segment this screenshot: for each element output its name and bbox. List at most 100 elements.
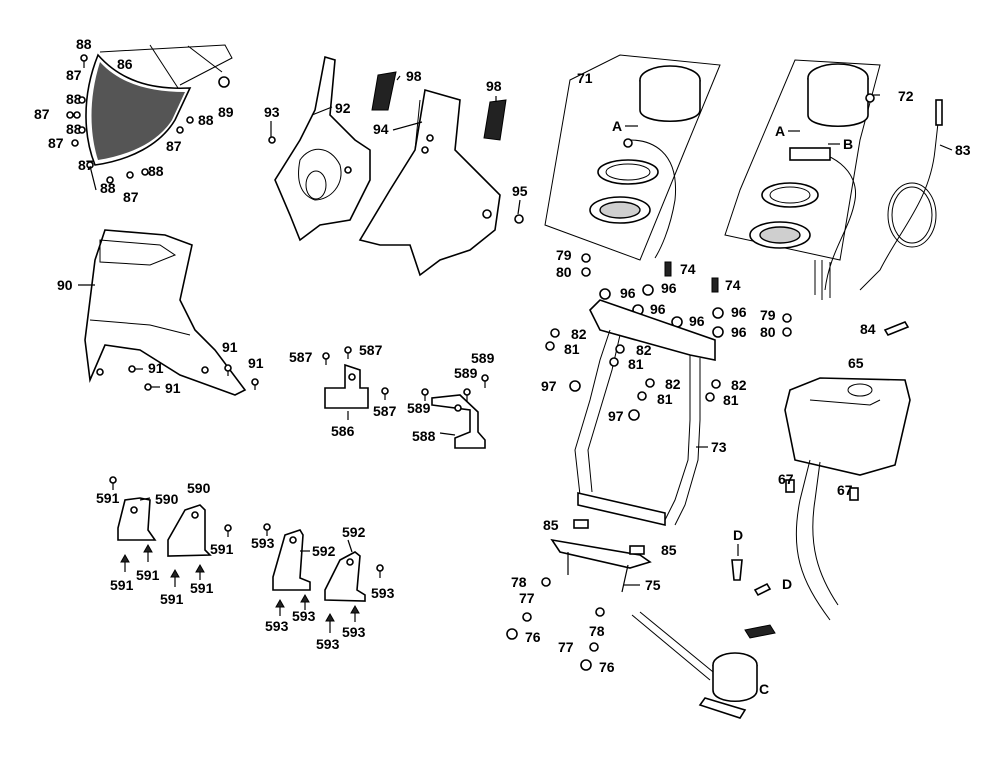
label-81: 81	[657, 391, 673, 407]
screws-91	[128, 364, 259, 391]
label-590: 590	[155, 491, 179, 507]
part-592-brackets	[272, 529, 366, 602]
label-78: 78	[511, 574, 527, 590]
label-92: 92	[335, 100, 351, 116]
label-97: 97	[541, 378, 557, 394]
label-593: 593	[292, 608, 316, 624]
label-80: 80	[556, 264, 572, 280]
label-88: 88	[100, 180, 116, 196]
part-86-grille	[85, 44, 233, 166]
label-82: 82	[636, 342, 652, 358]
label-91: 91	[222, 339, 238, 355]
nuts-81-82-97	[545, 328, 721, 421]
part-65-steering-lock	[784, 377, 911, 621]
label-91: 91	[148, 360, 164, 376]
label-87: 87	[66, 67, 82, 83]
label-91: 91	[248, 355, 264, 371]
label-87: 87	[166, 138, 182, 154]
label-587: 587	[289, 349, 313, 365]
label-87: 87	[123, 189, 139, 205]
label-D: D	[733, 527, 743, 543]
label-93: 93	[264, 104, 280, 120]
label-95: 95	[512, 183, 528, 199]
label-586: 586	[331, 423, 355, 439]
label-591: 591	[160, 591, 184, 607]
small-parts-76-78	[506, 577, 605, 671]
part-98-reflectors	[371, 71, 507, 141]
label-96: 96	[661, 280, 677, 296]
label-593: 593	[251, 535, 275, 551]
screws-591	[109, 476, 232, 587]
label-592: 592	[342, 524, 366, 540]
label-73: 73	[711, 439, 727, 455]
label-593: 593	[265, 618, 289, 634]
label-593: 593	[316, 636, 340, 652]
label-96: 96	[650, 301, 666, 317]
label-88: 88	[76, 36, 92, 52]
label-82: 82	[665, 376, 681, 392]
grille-screws	[66, 54, 194, 191]
part-71-speedometer	[544, 54, 721, 261]
label-91: 91	[165, 380, 181, 396]
label-67: 67	[837, 482, 853, 498]
label-88: 88	[148, 163, 164, 179]
part-92-front-cover	[274, 55, 371, 242]
label-98: 98	[406, 68, 422, 84]
label-B: B	[843, 136, 853, 152]
label-589: 589	[454, 365, 478, 381]
label-71: 71	[577, 70, 593, 86]
label-74: 74	[680, 261, 696, 277]
label-591: 591	[110, 577, 134, 593]
label-98: 98	[486, 78, 502, 94]
label-593: 593	[342, 624, 366, 640]
label-65: 65	[848, 355, 864, 371]
label-96: 96	[620, 285, 636, 301]
label-83: 83	[955, 142, 971, 158]
label-591: 591	[190, 580, 214, 596]
label-85: 85	[543, 517, 559, 533]
part-94-front-panel	[358, 88, 501, 277]
screws-593	[263, 523, 384, 633]
label-590: 590	[187, 480, 211, 496]
label-96: 96	[731, 304, 747, 320]
label-587: 587	[373, 403, 397, 419]
label-88: 88	[66, 91, 82, 107]
label-87: 87	[78, 157, 94, 173]
label-88: 88	[198, 112, 214, 128]
label-589: 589	[407, 400, 431, 416]
label-81: 81	[628, 356, 644, 372]
label-A: A	[775, 123, 785, 139]
label-591: 591	[96, 490, 120, 506]
label-82: 82	[731, 377, 747, 393]
label-A: A	[612, 118, 622, 134]
label-591: 591	[210, 541, 234, 557]
label-588: 588	[412, 428, 436, 444]
label-78: 78	[589, 623, 605, 639]
label-592: 592	[312, 543, 336, 559]
label-D: D	[782, 576, 792, 592]
label-79: 79	[760, 307, 776, 323]
label-82: 82	[571, 326, 587, 342]
label-75: 75	[645, 577, 661, 593]
part-73-handlebar-frame	[574, 299, 716, 527]
part-90-inner-cover	[84, 229, 247, 396]
part-588-bracket	[431, 394, 486, 449]
label-591: 591	[136, 567, 160, 583]
label-87: 87	[34, 106, 50, 122]
label-593: 593	[371, 585, 395, 601]
label-86: 86	[117, 56, 133, 72]
label-96: 96	[689, 313, 705, 329]
label-74: 74	[725, 277, 741, 293]
bolts-D	[731, 544, 772, 597]
part-72-speedometer	[724, 59, 881, 300]
label-587: 587	[359, 342, 383, 358]
label-97: 97	[608, 408, 624, 424]
label-96: 96	[731, 324, 747, 340]
screws-587-589	[322, 346, 489, 436]
label-589: 589	[471, 350, 495, 366]
part-83-speedo-cable	[859, 99, 943, 291]
label-C: C	[759, 681, 769, 697]
label-90: 90	[57, 277, 73, 293]
label-94: 94	[373, 121, 389, 137]
